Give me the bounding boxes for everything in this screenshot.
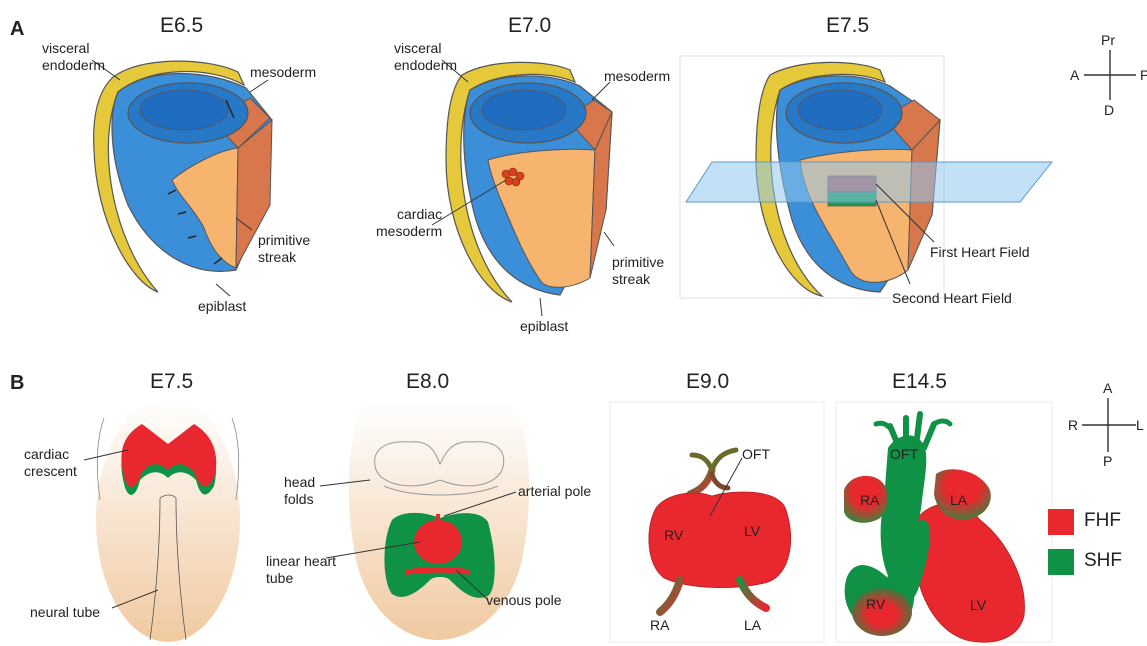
label-arterial-pole: arterial pole — [518, 483, 591, 500]
label-neural-tube: neural tube — [30, 604, 100, 621]
label-e9-rv: RV — [664, 527, 683, 544]
axis-a-bottom: D — [1104, 102, 1114, 119]
axis-a-left: A — [1070, 67, 1079, 84]
stage-title-a-2: E7.0 — [508, 14, 551, 38]
embryo-b-e7-5 — [84, 398, 240, 642]
axis-b-right: L — [1136, 417, 1144, 434]
stage-title-a-3: E7.5 — [826, 14, 869, 38]
label-e14-ra: RA — [860, 492, 879, 509]
axis-b-left: R — [1068, 417, 1078, 434]
label-epiblast-2: epiblast — [520, 318, 568, 335]
label-e9-la: LA — [744, 617, 761, 634]
label-e14-oft: OFT — [890, 446, 918, 463]
axis-cross-b — [1082, 398, 1136, 452]
embryo-e7-0 — [446, 62, 612, 302]
axis-cross-a — [1084, 50, 1136, 100]
axis-a-right: P — [1140, 67, 1147, 84]
embryo-e6-5 — [94, 61, 272, 292]
label-venous-pole: venous pole — [486, 592, 562, 609]
label-mesoderm-2: mesoderm — [604, 68, 670, 85]
stage-title-b-2: E8.0 — [406, 370, 449, 394]
label-second-heart-field: Second Heart Field — [892, 290, 1012, 307]
panel-label-b: B — [10, 372, 24, 395]
label-e9-lv: LV — [744, 523, 760, 540]
legend-label-fhf: FHF — [1084, 510, 1121, 532]
label-epiblast-1: epiblast — [198, 298, 246, 315]
label-e14-rv: RV — [866, 596, 885, 613]
stage-title-b-3: E9.0 — [686, 370, 729, 394]
legend-swatch-fhf — [1048, 509, 1074, 535]
axis-b-bottom: P — [1103, 453, 1112, 470]
label-e9-ra: RA — [650, 617, 669, 634]
axis-a-top: Pr — [1101, 32, 1115, 49]
panel-label-a: A — [10, 18, 24, 41]
heart-e9-0 — [610, 402, 824, 642]
stage-title-b-1: E7.5 — [150, 370, 193, 394]
label-e14-la: LA — [950, 492, 967, 509]
axis-b-top: A — [1103, 380, 1112, 397]
label-e9-oft: OFT — [742, 446, 770, 463]
label-e14-lv: LV — [970, 597, 986, 614]
stage-title-b-4: E14.5 — [892, 370, 947, 394]
legend-label-shf: SHF — [1084, 550, 1122, 572]
label-mesoderm-1: mesoderm — [250, 64, 316, 81]
label-first-heart-field: First Heart Field — [930, 244, 1030, 261]
transverse-plane — [686, 162, 1052, 202]
embryo-e7-5 — [680, 56, 1052, 298]
legend-swatch-shf — [1048, 549, 1074, 575]
stage-title-a-1: E6.5 — [160, 14, 203, 38]
